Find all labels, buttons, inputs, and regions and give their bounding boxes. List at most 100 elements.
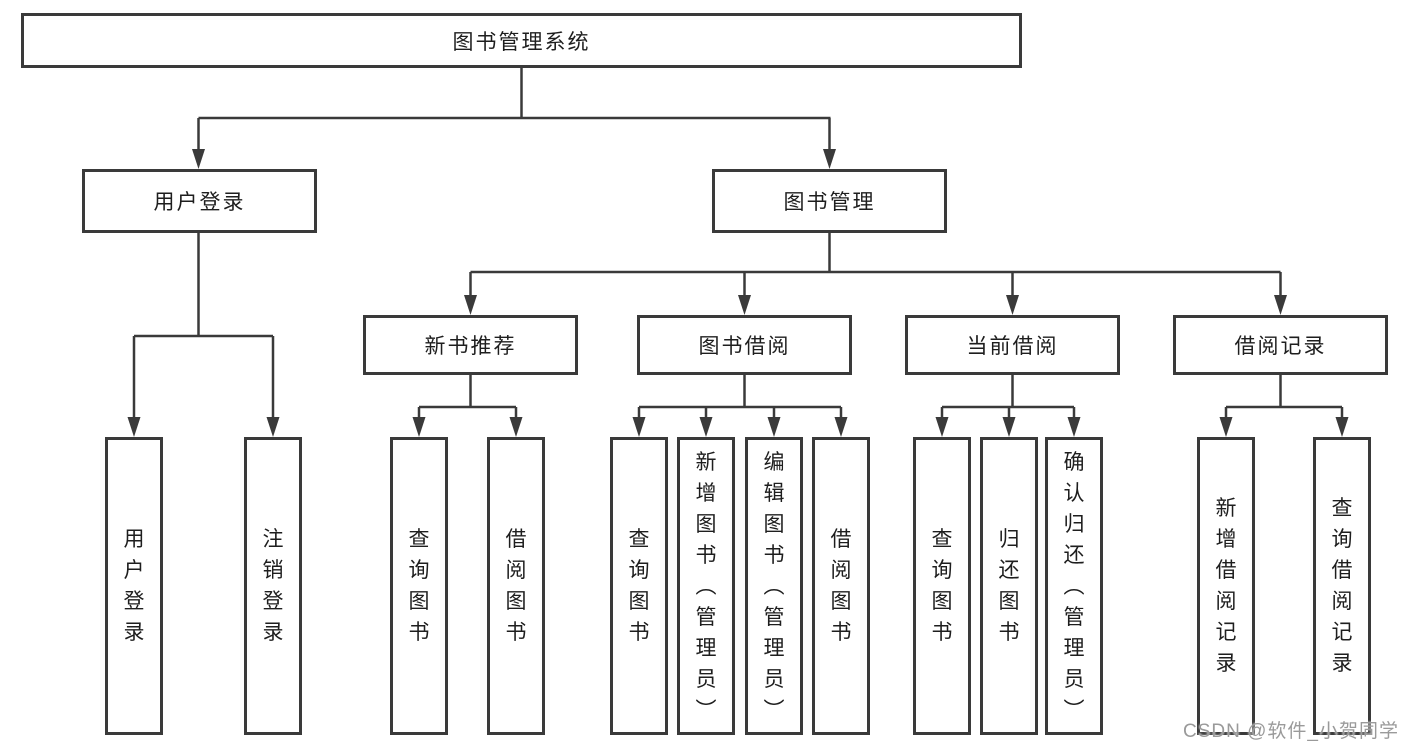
vertical-char: 登 (123, 590, 145, 613)
vertical-char: 新 (695, 450, 717, 474)
vertical-char: 阅 (1215, 590, 1237, 613)
arrowhead-icon (699, 417, 713, 437)
leaf-query-books-current: 查询图书 (913, 437, 971, 735)
arrowhead-icon (1274, 295, 1287, 315)
arrowhead-icon (823, 149, 836, 169)
arrowhead-icon (935, 417, 949, 437)
vertical-char: 理 (763, 636, 785, 660)
arrowhead-icon (192, 149, 205, 169)
vertical-char: 还 (1063, 543, 1085, 567)
vertical-char: 记 (1331, 621, 1353, 644)
vertical-char: 员 (695, 667, 717, 691)
vertical-char: 借 (1331, 559, 1353, 582)
watermark: CSDN @软件_小贺同学 (1183, 721, 1399, 742)
arrowhead-icon (1067, 417, 1081, 437)
vertical-char: 书 (931, 621, 953, 644)
vertical-char: 注 (262, 528, 284, 551)
vertical-char: 图 (830, 590, 852, 613)
vertical-char: 询 (1331, 528, 1353, 551)
vertical-char: 阅 (1331, 590, 1353, 613)
vertical-char: 增 (1215, 528, 1237, 551)
arrowhead-icon (767, 417, 781, 437)
vertical-char: ︵ (763, 574, 785, 598)
vertical-char: 录 (123, 621, 145, 644)
vertical-char: 增 (695, 481, 717, 505)
vertical-char: 录 (1331, 652, 1353, 675)
vertical-char: 借 (1215, 559, 1237, 582)
vertical-char: 书 (505, 621, 527, 644)
vertical-char: 书 (830, 621, 852, 644)
vertical-char: 辑 (763, 481, 785, 505)
arrowhead-icon (632, 417, 646, 437)
vertical-char: 用 (123, 528, 145, 551)
vertical-char: 询 (408, 559, 430, 582)
arrowhead-icon (412, 417, 426, 437)
leaf-borrow-books-borrowing: 借阅图书 (812, 437, 870, 735)
arrowhead-icon (127, 417, 141, 437)
node-user-login: 用户登录 (82, 169, 317, 233)
vertical-char: 理 (695, 636, 717, 660)
vertical-char: 登 (262, 590, 284, 613)
leaf-logout-login: 注销登录 (244, 437, 302, 735)
vertical-char: 记 (1215, 621, 1237, 644)
arrowhead-icon (1219, 417, 1233, 437)
vertical-char: 图 (505, 590, 527, 613)
vertical-char: ︵ (1063, 574, 1085, 598)
vertical-char: 归 (1063, 512, 1085, 536)
vertical-char: 理 (1063, 636, 1085, 660)
vertical-char: 还 (998, 559, 1020, 582)
vertical-char: 认 (1063, 481, 1085, 505)
vertical-char: 图 (763, 512, 785, 536)
vertical-char: 销 (262, 559, 284, 582)
leaf-query-books-recommend: 查询图书 (390, 437, 448, 735)
node-current-borrowing: 当前借阅 (905, 315, 1120, 375)
vertical-char: 录 (1215, 652, 1237, 675)
vertical-char: 编 (763, 450, 785, 474)
vertical-char: ︶ (695, 698, 717, 722)
arrowhead-icon (266, 417, 280, 437)
leaf-query-books-borrowing: 查询图书 (610, 437, 668, 735)
vertical-char: 图 (695, 512, 717, 536)
vertical-char: ︵ (695, 574, 717, 598)
vertical-char: 询 (931, 559, 953, 582)
vertical-char: ︶ (763, 698, 785, 722)
vertical-char: 图 (931, 590, 953, 613)
vertical-char: 书 (998, 621, 1020, 644)
arrowhead-icon (1335, 417, 1349, 437)
vertical-char: 管 (763, 605, 785, 629)
node-book-borrowing: 图书借阅 (637, 315, 852, 375)
leaf-edit-books-admin: 编辑图书 ︵ 管理员 ︶ (745, 437, 803, 735)
vertical-char: 户 (123, 559, 145, 582)
vertical-char: 书 (695, 543, 717, 567)
vertical-char: 书 (763, 543, 785, 567)
node-borrow-records: 借阅记录 (1173, 315, 1388, 375)
vertical-char: 阅 (830, 559, 852, 582)
node-library-system: 图书管理系统 (21, 13, 1022, 68)
vertical-char: 确 (1063, 450, 1085, 474)
vertical-char: ︶ (1063, 698, 1085, 722)
leaf-return-books: 归还图书 (980, 437, 1038, 735)
arrowhead-icon (1002, 417, 1016, 437)
arrowhead-icon (738, 295, 751, 315)
node-book-management: 图书管理 (712, 169, 947, 233)
vertical-char: 图 (628, 590, 650, 613)
vertical-char: 管 (695, 605, 717, 629)
node-new-book-recommend: 新书推荐 (363, 315, 578, 375)
leaf-user-login: 用户登录 (105, 437, 163, 735)
arrowhead-icon (1006, 295, 1019, 315)
arrowhead-icon (834, 417, 848, 437)
vertical-char: 图 (408, 590, 430, 613)
arrowhead-icon (464, 295, 477, 315)
vertical-char: 借 (505, 528, 527, 551)
vertical-char: 录 (262, 621, 284, 644)
vertical-char: 查 (628, 528, 650, 551)
vertical-char: 图 (998, 590, 1020, 613)
arrowhead-icon (509, 417, 523, 437)
vertical-char: 借 (830, 528, 852, 551)
vertical-char: 员 (763, 667, 785, 691)
vertical-char: 阅 (505, 559, 527, 582)
vertical-char: 管 (1063, 605, 1085, 629)
vertical-char: 书 (628, 621, 650, 644)
